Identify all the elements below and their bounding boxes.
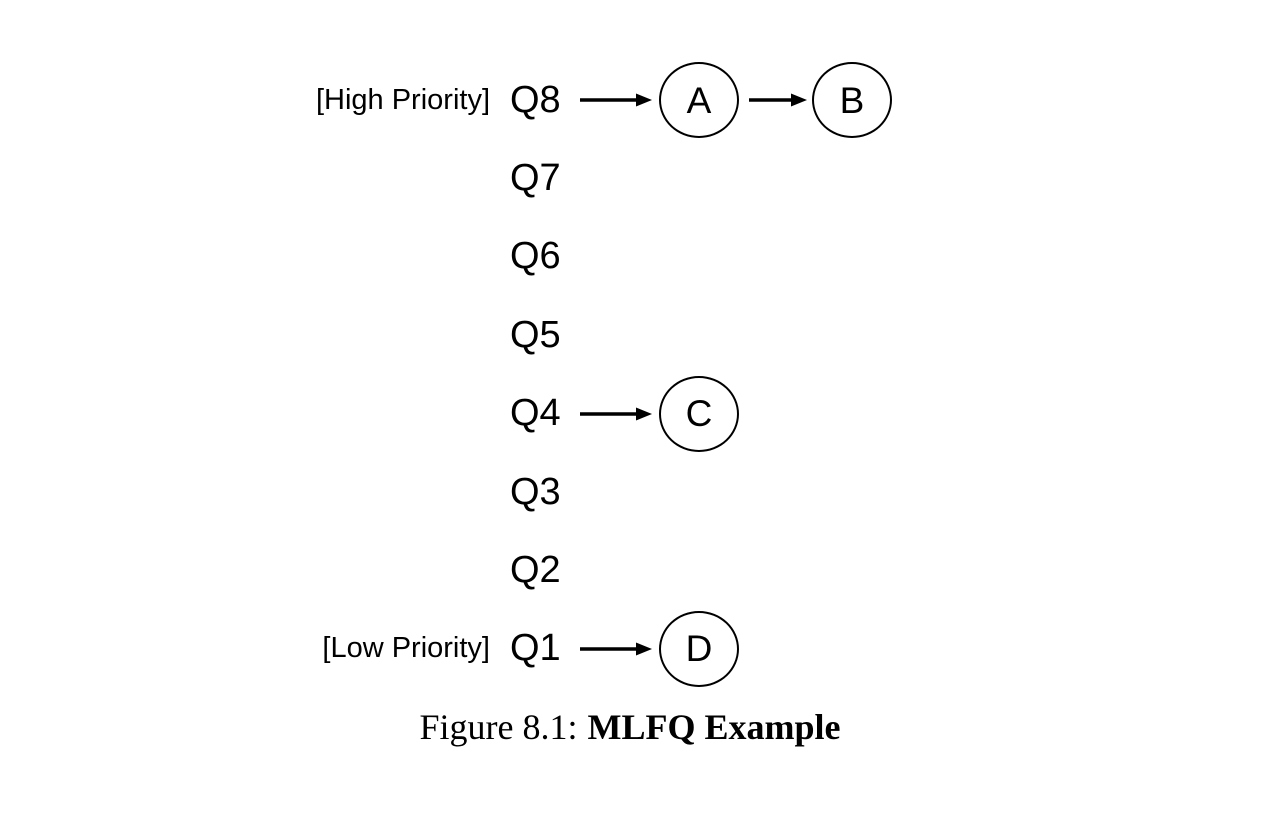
- figure-caption: Figure 8.1:MLFQ Example: [0, 706, 1280, 748]
- queue-row: Q4 C: [0, 375, 1280, 453]
- queue-row: Q7: [0, 139, 1280, 217]
- queue-row: [Low Priority] Q1 D: [0, 610, 1280, 688]
- job-chain: C: [580, 375, 739, 452]
- arrow-right-icon: [580, 407, 652, 421]
- process-node: D: [659, 610, 739, 687]
- arrow-right-icon: [580, 642, 652, 656]
- priority-side-label: [Low Priority]: [322, 632, 490, 665]
- process-node: B: [812, 62, 892, 139]
- caption-title: MLFQ Example: [587, 707, 841, 747]
- queue-row: Q3: [0, 453, 1280, 531]
- queue-label: Q2: [510, 549, 561, 592]
- queue-row: [High Priority] Q8 A B: [0, 61, 1280, 139]
- queue-label: Q8: [510, 78, 561, 121]
- process-letter: A: [686, 79, 712, 121]
- process-letter: D: [685, 628, 713, 670]
- queue-row: Q2: [0, 531, 1280, 609]
- queue-label: Q6: [510, 235, 561, 278]
- process-letter: B: [839, 79, 865, 121]
- arrow-right-icon: [580, 93, 652, 107]
- queue-row: Q6: [0, 218, 1280, 296]
- priority-side-label: [High Priority]: [315, 83, 490, 116]
- queue-label: Q1: [510, 627, 561, 670]
- queue-label: Q3: [510, 470, 561, 513]
- queue-label: Q5: [510, 313, 561, 356]
- process-node: A: [659, 62, 739, 139]
- queue-row: Q5: [0, 296, 1280, 374]
- process-node: C: [659, 375, 739, 452]
- caption-prefix: Figure 8.1:: [419, 707, 578, 747]
- queue-label: Q4: [510, 392, 561, 435]
- job-chain: A B: [580, 62, 892, 139]
- job-chain: D: [580, 610, 739, 687]
- queue-label: Q7: [510, 157, 561, 200]
- mlfq-queue-diagram: [High Priority] Q8 A B Q7 Q6 Q5 Q4: [0, 61, 1280, 688]
- process-letter: C: [685, 393, 713, 435]
- arrow-right-icon: [749, 93, 807, 107]
